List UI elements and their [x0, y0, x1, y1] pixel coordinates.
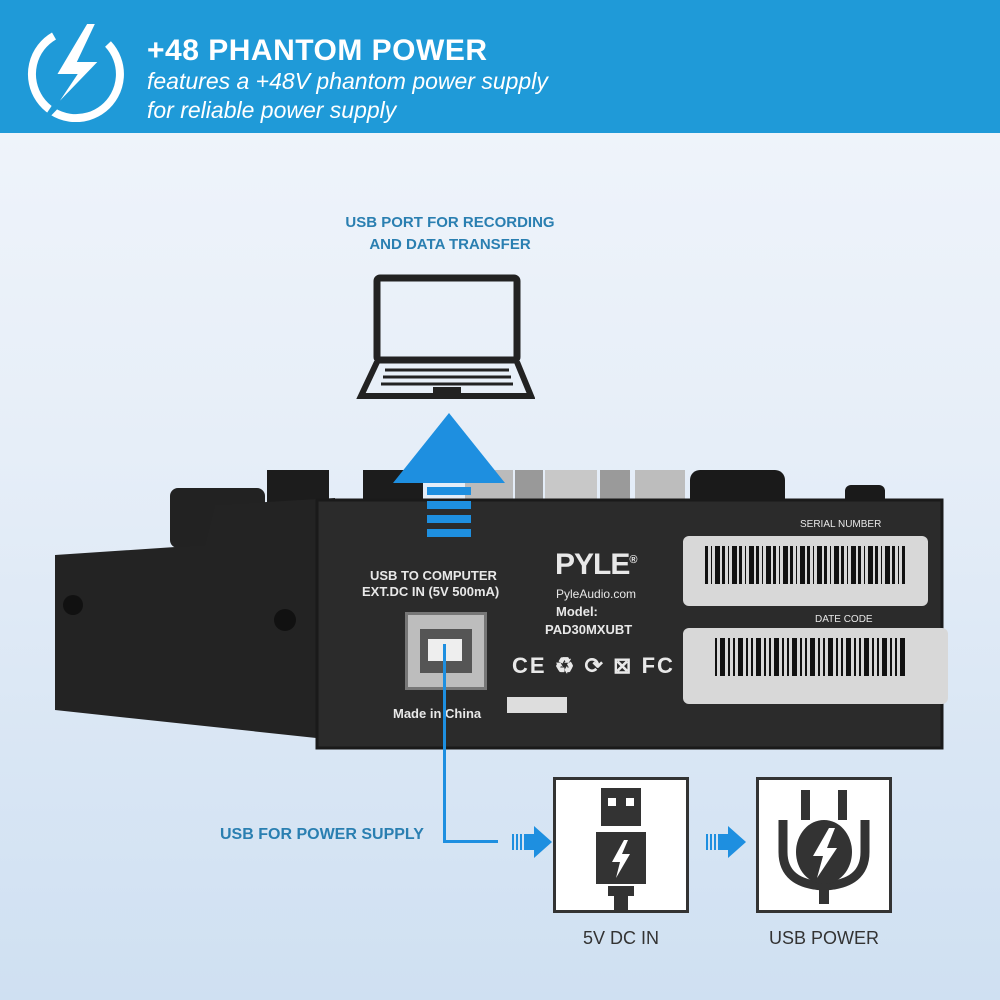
- banner-title: +48 PHANTOM POWER: [147, 34, 488, 67]
- callout-line-2: AND DATA TRANSFER: [369, 236, 531, 253]
- power-plug-icon: [778, 790, 870, 904]
- power-plug-card: [756, 777, 892, 913]
- serial-number-sticker: [683, 536, 928, 606]
- banner-subtitle-2: for reliable power supply: [147, 97, 397, 123]
- usb-cable-icon: [596, 788, 646, 910]
- date-code-label: DATE CODE: [815, 614, 873, 625]
- upload-arrow-icon: [393, 413, 505, 537]
- date-code-sticker: [683, 628, 948, 704]
- step1-caption: 5V DC IN: [582, 928, 660, 948]
- certification-marks: CE ♻ ⟳ ⊠ FC: [512, 653, 675, 678]
- connector-line-vertical: [443, 644, 446, 842]
- serial-barcode: [705, 546, 905, 584]
- usb-cable-card: [553, 777, 689, 913]
- website: PyleAudio.com: [556, 587, 637, 601]
- model-number: PAD30MXUBT: [545, 622, 633, 637]
- blank-label: [507, 697, 567, 713]
- brand-mark: ®: [629, 554, 637, 566]
- made-in-china-label: Made in China: [393, 706, 482, 721]
- banner-subtitle-1: features a +48V phantom power supply: [147, 68, 548, 94]
- flow-arrow-1-icon: [512, 826, 552, 858]
- ext-dc-in-label: EXT.DC IN (5V 500mA): [362, 584, 500, 599]
- step2-caption: USB POWER: [768, 928, 879, 948]
- brand-logo: PYLE®: [555, 548, 637, 582]
- serial-number-label: SERIAL NUMBER: [800, 519, 882, 530]
- usb-power-callout: USB FOR POWER SUPPLY: [220, 826, 424, 843]
- usb-recording-callout: USB PORT FOR RECORDING AND DATA TRANSFER: [300, 212, 600, 256]
- header-banner: +48 PHANTOM POWER features a +48V phanto…: [0, 0, 1000, 133]
- brand-name: PYLE: [555, 548, 630, 581]
- laptop-icon: [356, 274, 535, 399]
- usb-b-port: [405, 612, 487, 690]
- flow-arrow-2-icon: [706, 826, 746, 858]
- model-label: Model:: [556, 604, 598, 619]
- connector-line-horizontal: [443, 840, 498, 843]
- lightning-circle-icon: [28, 20, 124, 122]
- usb-to-computer-label: USB TO COMPUTER: [370, 568, 497, 583]
- date-barcode: [715, 638, 905, 676]
- callout-line-1: USB PORT FOR RECORDING: [345, 214, 555, 231]
